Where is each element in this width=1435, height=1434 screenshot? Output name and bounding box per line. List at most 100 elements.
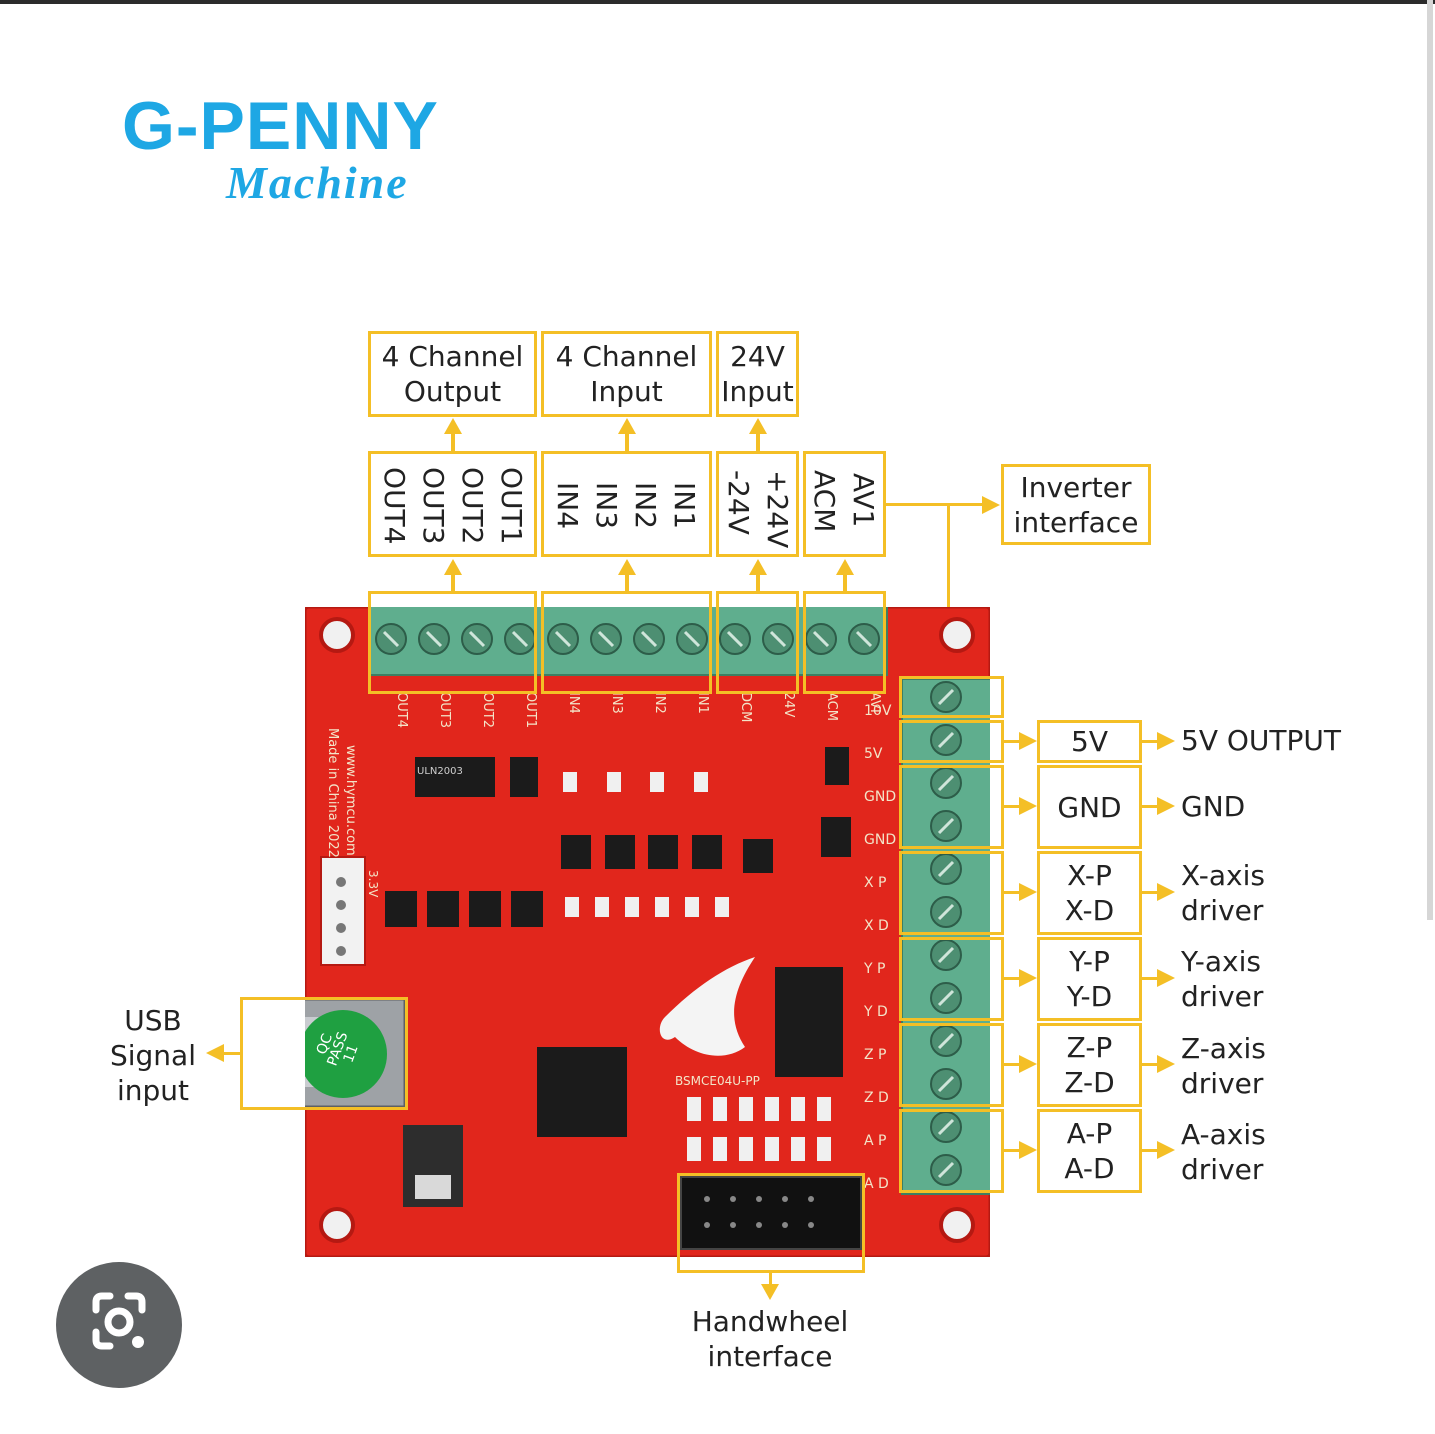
silk-pin: OUT4 [394,692,409,728]
output-header-box: 4 Channel Output [368,331,537,417]
arrow-up-icon [618,418,636,434]
silk-pin: IN3 [609,692,624,714]
arrow-right-icon [1157,797,1175,815]
pin-out1: OUT1 [495,467,528,545]
board-voltage-text: 3.3V [366,870,380,898]
arrow-left-icon [206,1044,224,1062]
arrow-right-icon [1157,969,1175,987]
z-axis-label: Z-axis driver [1181,1032,1266,1100]
arrow-shaft [1004,1063,1020,1066]
board-model-text: BSMCE04U-PP [675,1074,760,1088]
arrow-right-icon [1019,732,1037,750]
scrollbar[interactable] [1427,0,1433,920]
arrow-shaft [1142,740,1158,743]
arrow-shaft [769,1273,772,1285]
pin-in1: IN1 [668,482,701,530]
arrow-right-icon [1019,969,1037,987]
silk-pin: IN2 [652,692,667,714]
a-axis-label: A-axis driver [1181,1118,1266,1186]
usb-port-outline [240,997,408,1110]
pin-in3: IN3 [590,482,623,530]
pcb-board [305,607,990,1257]
silk-pin: GND [864,789,897,805]
a-axis-box: A-P A-D [1037,1109,1142,1193]
output-pins-cell [368,451,537,557]
board-right-pin-labels: 10V 5V GND GND X P X D Y P Y D Z P Z D A… [864,690,896,1206]
pin-out3: OUT3 [417,467,450,545]
board-made-in-text: Made in China 2022 [325,728,340,858]
pin-in4: IN4 [551,482,584,530]
pin-acm: ACM [808,470,841,533]
arrow-shaft [886,503,984,506]
arrow-right-icon [1157,883,1175,901]
arrow-right-icon [1157,1141,1175,1159]
arrow-shaft [756,573,760,593]
arrow-right-icon [982,496,1000,514]
x-axis-label: X-axis driver [1181,859,1265,927]
handwheel-port-outline [677,1173,865,1273]
arrow-shaft [1142,977,1158,980]
arrow-shaft [1142,1063,1158,1066]
board-website-text: www.hymcu.com [343,745,358,856]
silk-pin: DCM [738,692,753,723]
input-header-box: 4 Channel Input [541,331,712,417]
board-ic-text: ULN2003 [417,766,463,777]
silk-pin: Y D [864,1004,888,1020]
arrow-shaft [1142,805,1158,808]
pin-plus24v: +24V [761,470,794,549]
inverter-interface-box: Inverter interface [1001,464,1151,545]
y-axis-box: Y-P Y-D [1037,937,1142,1021]
pin-minus24v: -24V [722,470,755,535]
arrow-right-icon [1157,1055,1175,1073]
usb-signal-input-label: USB Signal input [109,1004,196,1107]
terminal-outline-y [899,937,1004,1021]
silk-pin: A P [864,1133,887,1149]
power-terminal-outline [716,591,799,694]
arrow-shaft [1004,740,1020,743]
input-pins-cell [541,451,712,557]
analog-terminal-outline [803,591,886,694]
arrow-up-icon [836,559,854,575]
arrow-shaft [451,573,455,593]
power-pins-cell [716,451,799,557]
arrow-right-icon [1019,1055,1037,1073]
connector-line [947,503,950,680]
silk-pin: OUT3 [437,692,452,728]
terminal-outline-a [899,1109,1004,1193]
arrow-up-icon [618,559,636,575]
terminal-outline-10v [899,676,1004,718]
arrow-shaft [1142,1149,1158,1152]
arrow-shaft [1004,977,1020,980]
silk-pin: Y P [864,961,886,977]
terminal-outline-x [899,851,1004,935]
silk-pin: GND [864,832,897,848]
silk-pin: X D [864,918,889,934]
silk-pin: Z P [864,1047,887,1063]
silk-pin: 10V [864,703,892,719]
arrow-up-icon [444,418,462,434]
arrow-up-icon [749,418,767,434]
pin-av1: AV1 [847,473,880,528]
z-axis-box: Z-P Z-D [1037,1023,1142,1107]
arrow-right-icon [1019,883,1037,901]
arrow-shaft [1004,805,1020,808]
arrow-shaft [843,573,847,593]
arrow-shaft [1004,1149,1020,1152]
google-lens-icon [92,1292,146,1350]
analog-pins-cell [803,451,886,557]
pin-out2: OUT2 [456,467,489,545]
output-terminal-outline [368,591,537,694]
silk-pin: IN1 [695,692,710,714]
brand-logo-name: G-PENNY [122,88,439,164]
arrow-up-icon [444,559,462,575]
silk-pin: 24V [781,692,796,718]
input-terminal-outline [541,591,712,694]
pin-out4: OUT4 [378,467,411,545]
arrow-shaft [625,432,629,451]
arrow-up-icon [749,559,767,575]
google-lens-button[interactable] [56,1262,182,1388]
arrow-down-icon [761,1284,779,1300]
terminal-outline-gnd [899,765,1004,849]
silk-pin: A D [864,1176,889,1192]
arrow-shaft [756,432,760,451]
